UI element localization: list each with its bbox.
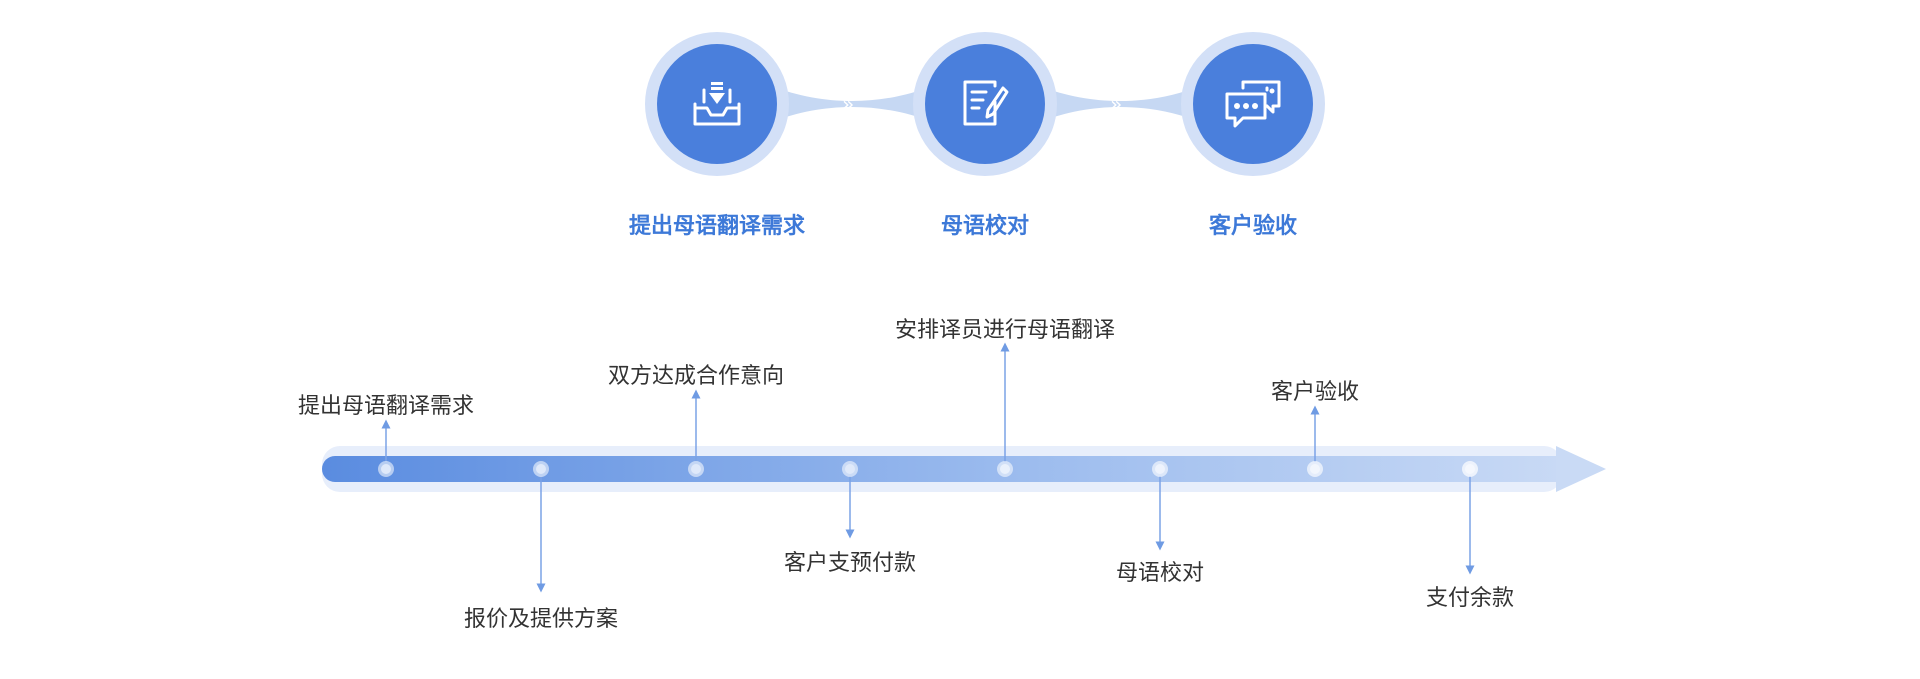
milestone-label-5: 安排译员进行母语翻译 <box>894 318 1116 343</box>
chevron-right-icon: » <box>842 92 855 116</box>
milestone-dot <box>688 461 704 477</box>
milestone-dot <box>842 461 858 477</box>
milestone-label-3: 双方达成合作意向 <box>607 364 785 389</box>
milestone-label-2: 报价及提供方案 <box>463 607 619 632</box>
step-label-3: 客户验收 <box>1208 214 1297 239</box>
chat-bubbles-icon <box>1225 80 1281 128</box>
milestone-label-4: 客户支预付款 <box>783 551 917 576</box>
step-connector-1 <box>772 86 932 122</box>
milestone-dot <box>1307 461 1323 477</box>
milestone-dot <box>997 461 1013 477</box>
step-2-circle <box>913 32 1057 176</box>
document-edit-icon <box>963 80 1009 126</box>
step-connector-2 <box>1040 86 1200 122</box>
chevron-right-icon: » <box>1110 92 1123 116</box>
inbox-download-icon <box>693 82 741 126</box>
milestone-dot <box>1152 461 1168 477</box>
timeline-dots <box>378 461 1478 477</box>
step-label-2: 母语校对 <box>940 214 1029 239</box>
milestone-label-6: 母语校对 <box>1115 561 1205 586</box>
step-label-1: 提出母语翻译需求 <box>628 214 805 239</box>
step-1-circle <box>645 32 789 176</box>
milestone-dot <box>378 461 394 477</box>
milestone-dot <box>1462 461 1478 477</box>
milestone-label-1: 提出母语翻译需求 <box>297 394 475 419</box>
milestone-dot <box>533 461 549 477</box>
milestone-label-8: 支付余款 <box>1425 586 1515 611</box>
step-3-circle <box>1181 32 1325 176</box>
milestone-label-7: 客户验收 <box>1270 380 1360 405</box>
timeline-stems <box>381 342 1475 593</box>
